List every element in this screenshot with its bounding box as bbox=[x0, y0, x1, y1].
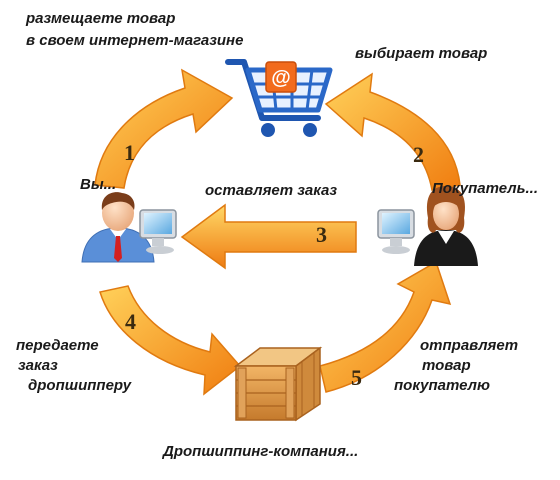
woman-at-computer-icon bbox=[377, 186, 478, 266]
arrow-3-order bbox=[180, 203, 357, 270]
cart-at-symbol: @ bbox=[271, 67, 291, 89]
businessman-at-computer-icon bbox=[81, 192, 177, 263]
step-number-4: 4 bbox=[125, 309, 136, 334]
label-pass-order-line-3: дропшипперу bbox=[28, 377, 132, 394]
label-pass-order: передаете заказ дропшипперу bbox=[16, 336, 131, 396]
shopping-cart-icon: @ bbox=[225, 59, 333, 137]
label-buyer: Покупатель... bbox=[432, 180, 538, 197]
label-ships-goods: отправляет товар покупателю bbox=[394, 336, 519, 396]
label-you-publish-line-2: в своем интернет-магазине bbox=[26, 32, 244, 49]
label-you-publish-line-1: размещаете товар bbox=[26, 10, 176, 27]
label-dropship-company: Дропшиппинг-компания... bbox=[163, 443, 359, 460]
step-number-1: 1 bbox=[124, 140, 135, 165]
label-ships-goods-line-2: товар bbox=[422, 357, 471, 374]
step-number-2: 2 bbox=[413, 142, 424, 167]
label-you-publish: размещаете товар в своем интернет-магази… bbox=[26, 8, 243, 52]
step-number-3: 3 bbox=[316, 222, 327, 247]
label-places-order: оставляет заказ bbox=[205, 182, 338, 199]
wooden-crate-icon bbox=[233, 346, 323, 422]
label-you: Вы... bbox=[80, 176, 117, 193]
arrow-1-publish bbox=[94, 68, 234, 189]
label-ships-goods-line-1: отправляет bbox=[420, 337, 519, 354]
label-pass-order-line-2: заказ bbox=[18, 357, 58, 374]
label-ships-goods-line-3: покупателю bbox=[394, 377, 490, 394]
arrow-4-pass bbox=[99, 285, 242, 396]
label-buyer-chooses: выбирает товар bbox=[355, 45, 488, 62]
arrow-2-choose bbox=[324, 72, 461, 191]
label-pass-order-line-1: передаете bbox=[16, 337, 99, 354]
step-number-5: 5 bbox=[351, 365, 362, 390]
